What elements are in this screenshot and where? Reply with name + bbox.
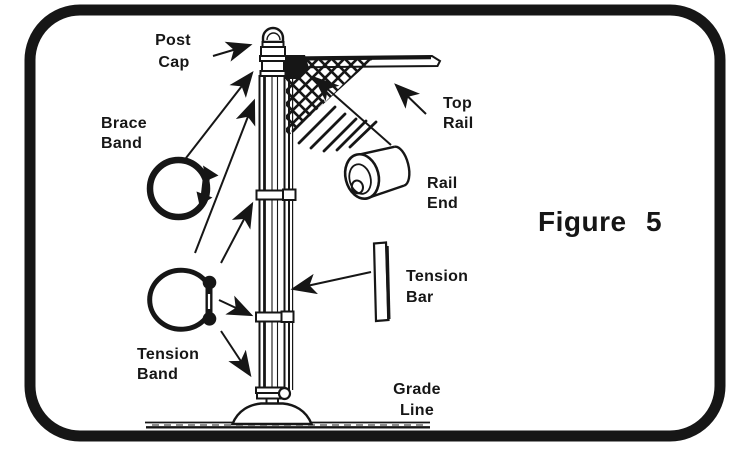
label-rail-end-line1: Rail <box>427 175 458 192</box>
brace-band-ring <box>146 156 219 221</box>
rail-end-fitting <box>343 145 411 200</box>
arrow-brace-band-upper <box>185 70 254 159</box>
label-tension-band-line2: Band <box>137 366 178 383</box>
figure-caption-word: Figure <box>538 206 627 237</box>
part-labels: Post Cap Brace Band Tension Band Top Rai… <box>101 32 474 419</box>
label-tension-bar-line1: Tension <box>406 268 468 285</box>
label-brace-band-line1: Brace <box>101 115 147 132</box>
post-band-lower <box>255 310 295 323</box>
fence-post <box>230 26 314 426</box>
arrow-tension-band-bottom <box>220 330 252 378</box>
arrow-tension-band-middle <box>218 295 254 317</box>
arrow-brace-band-lower <box>194 98 256 254</box>
label-brace-band-line2: Band <box>101 135 142 152</box>
figure-caption: Figure 5 <box>538 206 662 237</box>
panel-border <box>24 4 726 442</box>
arrow-tension-bar <box>290 271 372 295</box>
tension-band-clamp <box>147 267 217 332</box>
label-grade-line-line1: Grade <box>393 381 441 398</box>
chain-link-mesh <box>282 55 378 153</box>
figure-caption-number: 5 <box>646 206 662 237</box>
arrow-tension-band-upper <box>220 201 254 264</box>
arrow-rail-end <box>313 76 392 146</box>
callout-arrows <box>185 41 427 378</box>
label-post-cap-line2: Cap <box>158 54 189 71</box>
label-tension-band-line1: Tension <box>137 346 199 363</box>
arrow-top-rail <box>394 83 427 115</box>
label-top-rail-line1: Top <box>443 95 472 112</box>
label-top-rail-line2: Rail <box>443 115 474 132</box>
label-grade-line-line2: Line <box>400 402 434 419</box>
label-rail-end-line2: End <box>427 195 458 212</box>
label-post-cap-line1: Post <box>155 32 191 49</box>
arrow-post-cap <box>212 41 253 62</box>
tension-bar-part <box>372 241 391 323</box>
post-cap-finial <box>259 26 287 77</box>
label-tension-bar-line2: Bar <box>406 289 434 306</box>
post-base <box>230 386 314 426</box>
post-band-upper <box>255 188 297 201</box>
